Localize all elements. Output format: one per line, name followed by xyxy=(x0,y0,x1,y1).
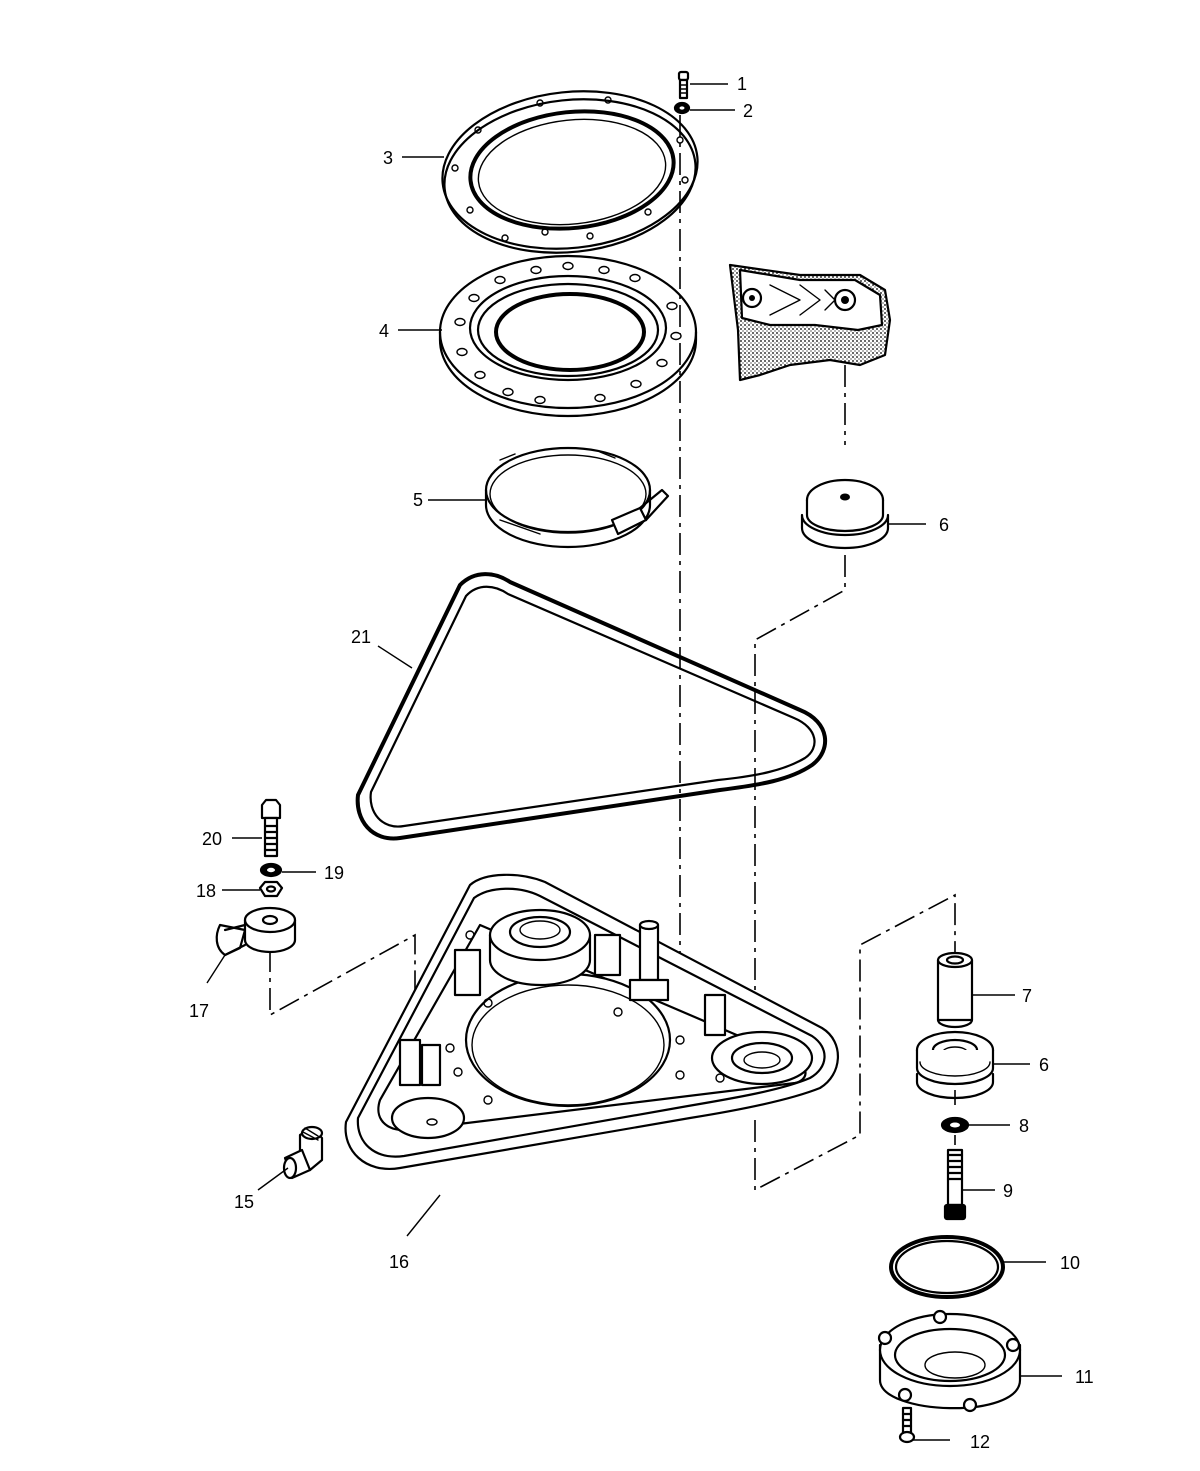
callout-3: 3 xyxy=(383,148,393,168)
callout-6-upper: 6 xyxy=(939,515,949,535)
part-12-screw xyxy=(898,1406,916,1444)
part-6-upper-grommet xyxy=(800,478,890,550)
callout-6-lower: 6 xyxy=(1039,1055,1049,1075)
part-17-mount xyxy=(215,906,297,957)
callout-7: 7 xyxy=(1022,986,1032,1006)
callout-2: 2 xyxy=(743,101,753,121)
callout-4: 4 xyxy=(379,321,389,341)
callout-labels: 1 2 3 4 5 6 6 7 8 9 10 11 12 15 16 17 18… xyxy=(189,74,1094,1452)
part-8-washer xyxy=(940,1116,970,1134)
callout-19: 19 xyxy=(324,863,344,883)
part-1-screw xyxy=(677,70,690,100)
part-11-cover-cap xyxy=(877,1309,1022,1413)
part-20-bolt xyxy=(260,798,282,858)
part-2-washer xyxy=(673,101,691,115)
part-5-hose-clamp xyxy=(484,446,670,549)
callout-17: 17 xyxy=(189,1001,209,1021)
part-21-triangular-seal xyxy=(355,572,828,841)
part-3-mounting-ring xyxy=(441,90,699,254)
part-18-nut xyxy=(258,880,284,898)
part-9-bolt xyxy=(943,1148,967,1221)
callout-9: 9 xyxy=(1003,1181,1013,1201)
callout-15: 15 xyxy=(234,1192,254,1212)
callout-1: 1 xyxy=(737,74,747,94)
callout-8: 8 xyxy=(1019,1116,1029,1136)
part-6-lower-grommet xyxy=(915,1030,995,1100)
engine-bracket xyxy=(728,263,892,382)
part-15-elbow-fitting xyxy=(282,1125,324,1180)
callout-20: 20 xyxy=(202,829,222,849)
part-10-o-ring xyxy=(889,1235,1005,1299)
assembly-centerlines xyxy=(269,115,956,1192)
callout-16: 16 xyxy=(389,1252,409,1272)
part-7-sleeve xyxy=(936,951,974,1029)
callout-10: 10 xyxy=(1060,1253,1080,1273)
callout-12: 12 xyxy=(970,1432,990,1452)
part-16-triangular-housing xyxy=(344,873,839,1171)
part-19-washer xyxy=(259,862,283,878)
callout-5: 5 xyxy=(413,490,423,510)
callout-21: 21 xyxy=(351,627,371,647)
part-4-flange-plate xyxy=(438,254,698,418)
leader-lines xyxy=(206,83,1062,1441)
callout-11: 11 xyxy=(1075,1367,1094,1387)
callout-18: 18 xyxy=(196,881,216,901)
